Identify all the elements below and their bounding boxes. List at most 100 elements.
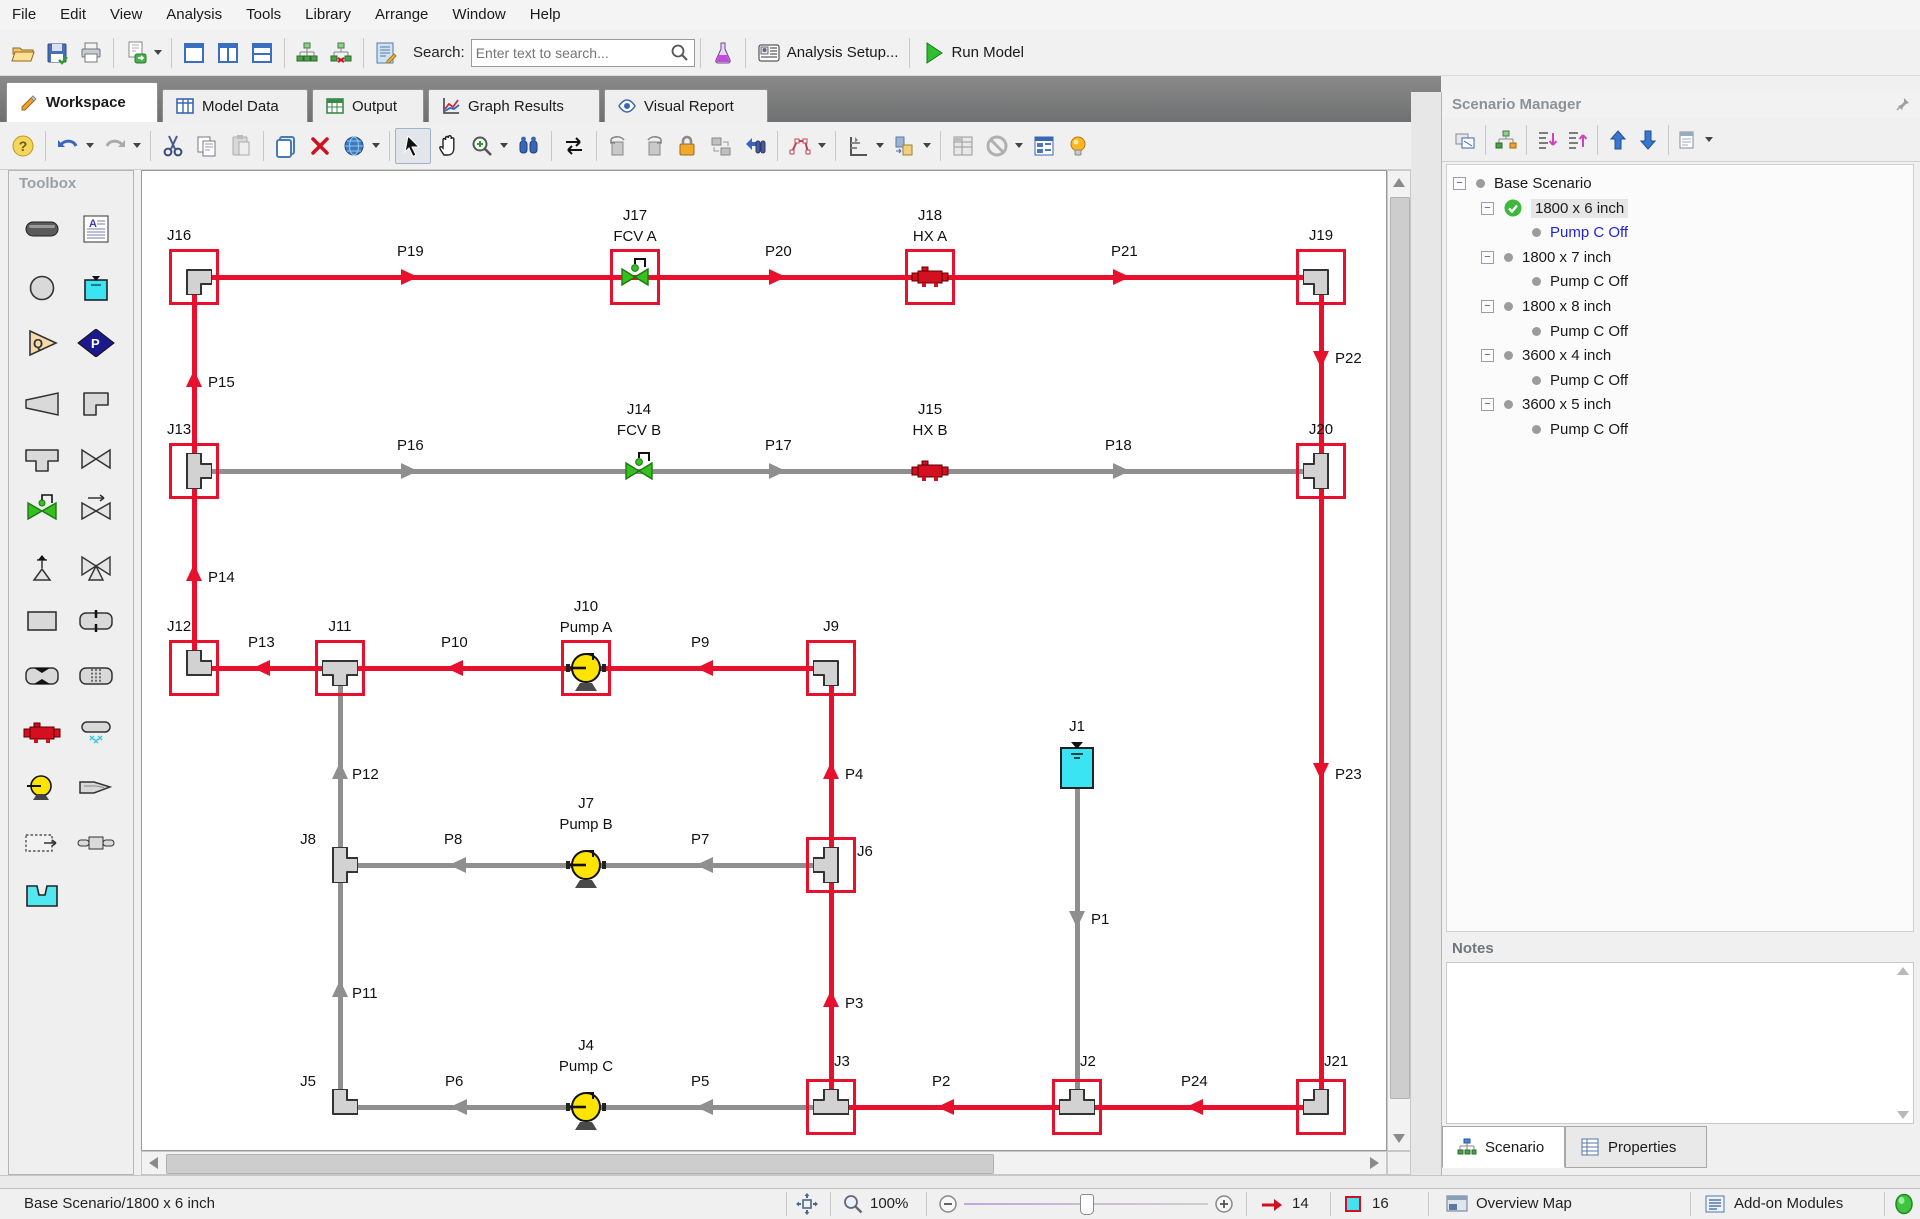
addon-modules-label[interactable]: Add-on Modules [1734, 1195, 1843, 1212]
tree-expander-icon[interactable]: − [1481, 202, 1494, 215]
pipe-P2[interactable] [831, 1105, 1077, 1110]
menu-analysis[interactable]: Analysis [154, 0, 234, 30]
junction-tee-icon[interactable] [322, 650, 358, 686]
scenario-tree-item[interactable]: −3600 x 4 inch [1481, 343, 1611, 368]
panel-tab-scenario[interactable]: Scenario [1442, 1126, 1565, 1168]
zoom-slider-thumb[interactable] [1080, 1194, 1094, 1215]
menu-tools[interactable]: Tools [234, 0, 293, 30]
pipe-count-control[interactable] [1260, 1196, 1284, 1214]
junction-control-valve-icon[interactable] [622, 450, 656, 482]
open-folder-button[interactable] [6, 36, 40, 70]
junction-tee-icon[interactable] [813, 847, 849, 883]
panel-splitter[interactable] [1411, 92, 1441, 1175]
scenario-tree-item[interactable]: Pump C Off [1509, 417, 1628, 442]
find-junction-button[interactable] [738, 129, 772, 163]
heat-exchanger-tool[interactable] [19, 717, 65, 749]
status-led-control[interactable] [1894, 1193, 1914, 1215]
notes-input[interactable] [1446, 962, 1914, 1124]
junction-count-control[interactable] [1344, 1195, 1362, 1213]
junction-elbow-icon[interactable] [1303, 259, 1339, 295]
menu-help[interactable]: Help [518, 0, 573, 30]
menu-file[interactable]: File [0, 0, 48, 30]
dropdown-caret-icon[interactable] [86, 143, 94, 148]
dropdown-caret-icon[interactable] [818, 143, 826, 148]
junction-pump-icon[interactable] [564, 1090, 608, 1132]
scenario-remove-button[interactable] [324, 36, 358, 70]
junction-reservoir-icon[interactable] [1058, 740, 1096, 790]
tee-tool[interactable] [19, 443, 65, 475]
tree-expander-icon[interactable]: − [1481, 300, 1494, 313]
pan-hand-button[interactable] [431, 129, 465, 163]
volume-balance-tool[interactable] [19, 827, 65, 859]
pipe-P22[interactable] [1319, 277, 1324, 471]
panel-list-button[interactable] [1027, 129, 1061, 163]
sm-collapse-all-button[interactable] [1562, 125, 1592, 155]
scenario-tree-item[interactable]: −1800 x 8 inch [1481, 294, 1611, 319]
panel-tab-properties[interactable]: Properties [1565, 1126, 1707, 1168]
sm-promote-button[interactable] [1603, 125, 1633, 155]
scenario-tree-item[interactable]: Pump C Off [1509, 368, 1628, 393]
junction-tee-icon[interactable] [1059, 1089, 1095, 1125]
zoom-out-control[interactable] [938, 1194, 958, 1214]
vscroll-thumb[interactable] [1390, 197, 1410, 1099]
scroll-up-icon[interactable] [1393, 178, 1405, 187]
zoom-select-button[interactable] [465, 129, 499, 163]
pipe-P23[interactable] [1319, 471, 1324, 1107]
scenario-tree-item[interactable]: Pump C Off [1509, 269, 1628, 294]
vertical-scrollbar[interactable] [1387, 170, 1411, 1151]
swap-arrows-button[interactable] [557, 129, 591, 163]
export-button[interactable] [119, 36, 153, 70]
scenario-tree-item[interactable]: −Base Scenario [1453, 171, 1592, 196]
scenario-tree-item[interactable]: Pump C Off [1509, 319, 1628, 344]
scenario-tree-item[interactable]: −1800 x 7 inch [1481, 245, 1611, 270]
notes-scroll-up-icon[interactable] [1897, 967, 1909, 975]
delete-button[interactable] [303, 129, 337, 163]
model-notes-button[interactable] [369, 36, 403, 70]
window-single-button[interactable] [177, 36, 211, 70]
junction-swap-button[interactable] [704, 129, 738, 163]
scroll-left-icon[interactable] [149, 1157, 158, 1169]
window-split-horizontal-button[interactable] [245, 36, 279, 70]
tab-workspace[interactable]: Workspace [6, 82, 158, 122]
rotate-left-button[interactable] [602, 129, 636, 163]
dropdown-caret-icon[interactable] [372, 143, 380, 148]
horizontal-scrollbar[interactable] [141, 1151, 1387, 1175]
save-button[interactable] [40, 36, 74, 70]
help-button[interactable]: ? [6, 129, 40, 163]
junction-elbow-icon[interactable] [813, 650, 849, 686]
dropdown-caret-icon[interactable] [923, 143, 931, 148]
print-button[interactable] [74, 36, 108, 70]
tree-expander-icon[interactable]: − [1481, 251, 1494, 264]
tree-expander-icon[interactable]: − [1481, 398, 1494, 411]
tab-output[interactable]: Output [312, 89, 424, 122]
area-change-tool[interactable] [19, 388, 65, 420]
menu-edit[interactable]: Edit [48, 0, 98, 30]
scroll-down-icon[interactable] [1393, 1134, 1405, 1143]
junction-heat-exchanger-icon[interactable] [910, 263, 950, 291]
grid-options-button[interactable] [946, 129, 980, 163]
analysis-setup-button[interactable]: Analysis Setup... [751, 36, 905, 70]
junction-elbow-icon[interactable] [176, 259, 212, 295]
sm-demote-button[interactable] [1633, 125, 1663, 155]
run-model-button[interactable]: Run Model [915, 36, 1032, 70]
junction-elbow-icon[interactable] [176, 650, 212, 686]
menu-window[interactable]: Window [440, 0, 517, 30]
junction-elbow-icon[interactable] [322, 1089, 358, 1125]
general-component-tool[interactable] [19, 605, 65, 637]
disable-button[interactable] [980, 129, 1014, 163]
paste-button[interactable] [224, 129, 258, 163]
redo-button[interactable] [98, 129, 132, 163]
reservoir-tool[interactable] [73, 272, 119, 304]
check-valve-tool[interactable] [73, 492, 119, 524]
scenario-add-button[interactable] [290, 36, 324, 70]
scenario-tree-item[interactable]: −3600 x 5 inch [1481, 392, 1611, 417]
highlight-bulb-button[interactable] [1061, 129, 1095, 163]
dropdown-caret-icon[interactable] [500, 143, 508, 148]
venturi-tool[interactable] [19, 660, 65, 692]
tab-model-data[interactable]: Model Data [162, 89, 308, 122]
valve-tool[interactable] [73, 443, 119, 475]
pipe-P10[interactable] [340, 666, 586, 671]
duplicate-button[interactable] [269, 129, 303, 163]
align-button[interactable] [841, 129, 875, 163]
tree-expander-icon[interactable]: − [1453, 177, 1466, 190]
